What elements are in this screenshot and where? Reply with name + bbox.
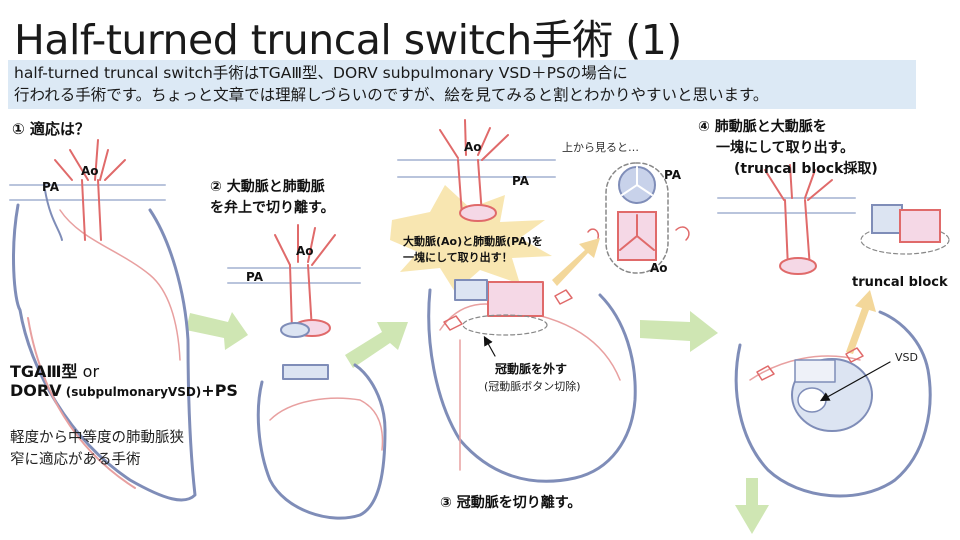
indication-line-2: DORV (subpulmonaryVSD)+PS bbox=[10, 381, 238, 400]
indication-note-1: 軽度から中等度の肺動脈狭 bbox=[10, 426, 184, 447]
step4-heading-1: ④ 肺動脈と大動脈を bbox=[698, 116, 827, 136]
step2-heart bbox=[258, 365, 385, 518]
callout-line-1: 大動脈(Ao)と肺動脈(PA)を bbox=[403, 233, 543, 249]
truncal-block bbox=[861, 205, 949, 254]
yellow-arrow-block bbox=[846, 290, 876, 354]
step3-heading: ③ 冠動脈を切り離す。 bbox=[440, 492, 581, 512]
yellow-arrow-topview bbox=[552, 238, 600, 286]
flow-arrow-4 bbox=[735, 478, 769, 534]
topview-label: 上から見ると… bbox=[562, 139, 639, 155]
step2-heading-2: を弁上で切り離す。 bbox=[210, 197, 335, 217]
coronary-note-1: 冠動脈を外す bbox=[495, 360, 567, 377]
flow-arrow-3 bbox=[640, 311, 718, 352]
step1-heading: ① 適応は？ bbox=[12, 118, 90, 139]
indication-note-2: 窄に適応がある手術 bbox=[10, 448, 141, 469]
step1-pa-label: PA bbox=[42, 180, 59, 194]
step4-heading-2: 一塊にして取り出す。 bbox=[716, 137, 854, 157]
step1-ao-label: Ao bbox=[81, 164, 99, 178]
coronary-note-2: (冠動脈ボタン切除) bbox=[484, 378, 581, 394]
truncal-block-label: truncal block bbox=[852, 275, 948, 290]
step3-great-vessels bbox=[398, 120, 555, 221]
flow-arrow-1 bbox=[186, 312, 248, 350]
topview-pa-label: PA bbox=[664, 168, 681, 182]
step2-ao-label: Ao bbox=[296, 244, 314, 258]
topview-ao-label: Ao bbox=[650, 261, 668, 275]
callout-line-2: 一塊にして取り出す！ bbox=[403, 249, 513, 265]
step3-pa-label: PA bbox=[512, 174, 529, 188]
step3-ao-label: Ao bbox=[464, 140, 482, 154]
step4-heart bbox=[736, 312, 930, 496]
step2-pa-label: PA bbox=[246, 270, 263, 284]
step2-heading-1: ② 大動脈と肺動脈 bbox=[210, 176, 325, 196]
step4-heading-3: (truncal block採取) bbox=[734, 158, 878, 178]
flow-arrow-2 bbox=[345, 322, 408, 368]
vsd-label: VSD bbox=[895, 351, 918, 364]
indication-line-1: TGAⅢ型 or bbox=[10, 358, 99, 382]
step4-great-vessels bbox=[718, 165, 855, 274]
